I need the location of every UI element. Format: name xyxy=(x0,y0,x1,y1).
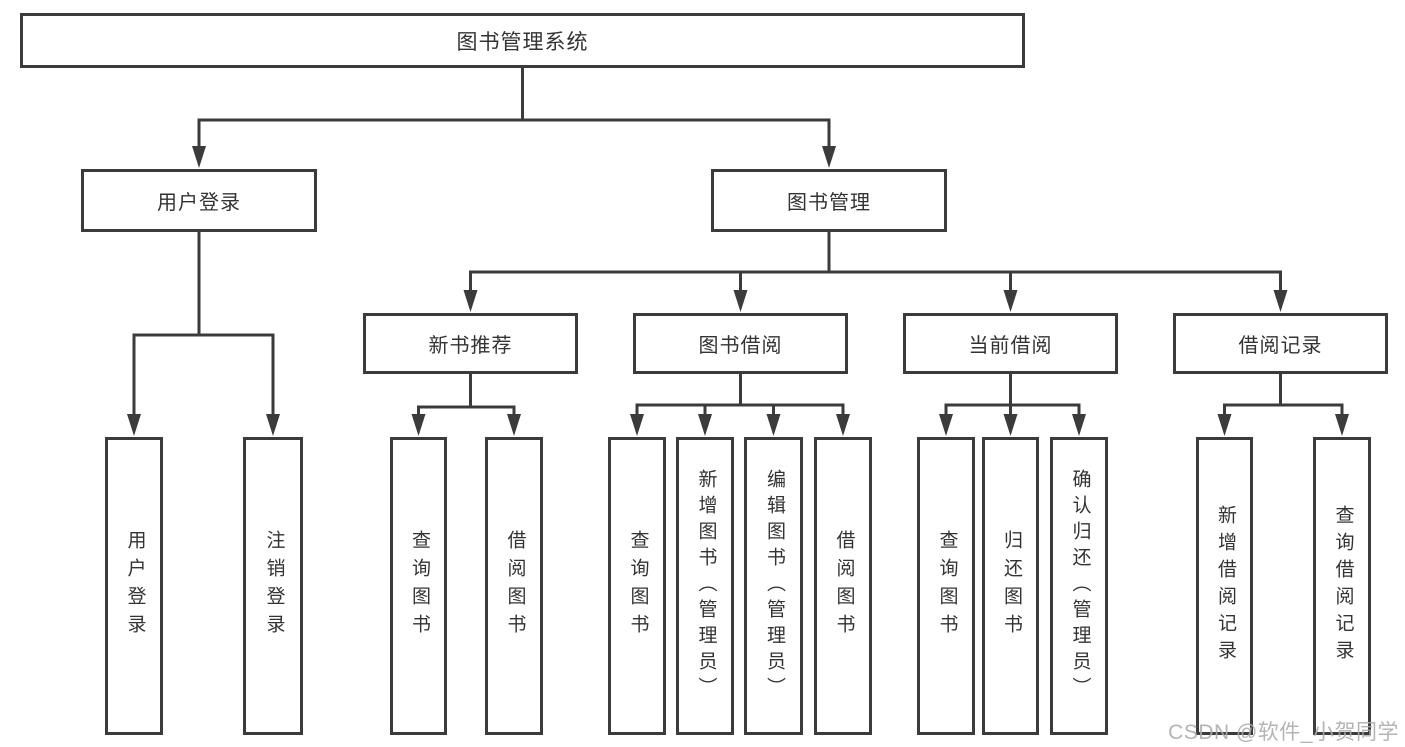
leaf-label: 借阅图书 xyxy=(504,530,526,642)
leaf-query-borrow-record: 查询借阅记录 xyxy=(1313,437,1371,735)
leaf-label: 查询图书 xyxy=(936,530,958,642)
leaf-label: 确认归还（管理员） xyxy=(1069,469,1091,703)
node-borrow-record-label: 借阅记录 xyxy=(1238,335,1323,357)
leaf-edit-book-admin: 编辑图书（管理员） xyxy=(744,437,803,735)
leaf-label: 查询借阅记录 xyxy=(1332,505,1354,667)
node-user-login-label: 用户登录 xyxy=(157,192,241,214)
leaf-add-book-admin: 新增图书（管理员） xyxy=(676,437,734,735)
tree-branch-lines xyxy=(132,68,1344,418)
node-new-book-recommend-label: 新书推荐 xyxy=(428,335,513,357)
leaf-label: 新增借阅记录 xyxy=(1214,505,1236,667)
leaf-label: 查询图书 xyxy=(627,530,649,642)
node-book-borrow-label: 图书借阅 xyxy=(698,335,783,357)
leaf-label: 编辑图书（管理员） xyxy=(763,469,785,703)
leaf-label: 新增图书（管理员） xyxy=(695,469,717,703)
leaf-return-book: 归还图书 xyxy=(982,437,1039,735)
node-book-borrow: 图书借阅 xyxy=(633,313,848,374)
node-current-borrow: 当前借阅 xyxy=(903,313,1118,374)
leaf-confirm-return-admin: 确认归还（管理员） xyxy=(1050,437,1108,735)
leaf-label: 注销登录 xyxy=(263,530,285,642)
node-new-book-recommend: 新书推荐 xyxy=(363,313,578,374)
node-book-management: 图书管理 xyxy=(711,169,947,232)
leaf-borrow-book-1: 借阅图书 xyxy=(485,437,543,735)
leaf-query-book-3: 查询图书 xyxy=(917,437,975,735)
leaf-query-book-2: 查询图书 xyxy=(608,437,666,735)
leaf-borrow-book-2: 借阅图书 xyxy=(814,437,872,735)
node-root: 图书管理系统 xyxy=(20,13,1025,68)
leaf-user-login: 用户登录 xyxy=(105,437,163,735)
leaf-add-borrow-record: 新增借阅记录 xyxy=(1196,437,1253,735)
node-root-label: 图书管理系统 xyxy=(456,30,589,54)
leaf-label: 查询图书 xyxy=(408,530,430,642)
node-current-borrow-label: 当前借阅 xyxy=(968,335,1053,357)
leaf-query-book-1: 查询图书 xyxy=(390,437,447,735)
leaf-label: 借阅图书 xyxy=(833,530,855,642)
node-user-login: 用户登录 xyxy=(81,169,317,232)
leaf-label: 归还图书 xyxy=(1000,530,1022,642)
arrowhead-icons xyxy=(127,146,1349,436)
leaf-label: 用户登录 xyxy=(124,530,146,642)
node-book-management-label: 图书管理 xyxy=(787,192,871,214)
node-borrow-record: 借阅记录 xyxy=(1173,313,1388,374)
leaf-logout: 注销登录 xyxy=(243,437,303,735)
watermark: CSDN @软件_小贺同学 xyxy=(1168,721,1399,744)
